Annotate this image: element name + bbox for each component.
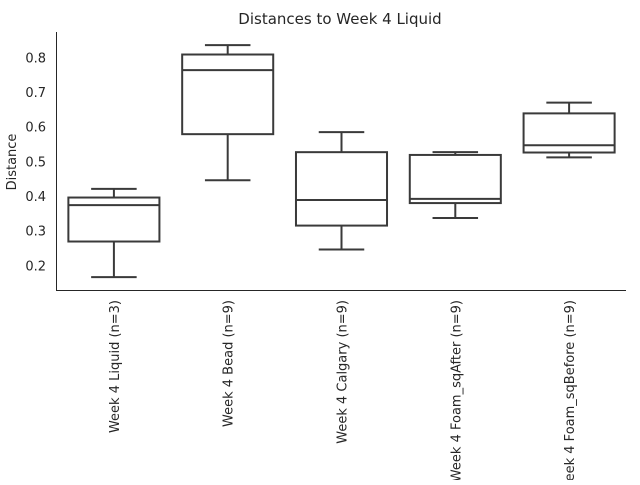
y-tick-labels: 0.2 0.3 0.4 0.5 0.6 0.7 0.8 [25,51,46,274]
iqr-box [181,53,275,136]
box-group [181,44,275,182]
y-tick-label: 0.4 [25,190,46,205]
x-tick-label: Week 4 Calgary (n=9) [336,300,351,444]
boxes-group [67,44,616,279]
iqr-box [408,153,502,205]
x-tick-labels: Week 4 Liquid (n=3) Week 4 Bead (n=9) Week… [108,300,578,485]
x-tick-label: Week 4 Bead (n=9) [222,300,237,427]
box-group [408,151,502,219]
iqr-box [67,196,161,243]
x-tick-label: Week 4 Liquid (n=3) [108,300,123,433]
box-group [67,187,161,279]
y-tick-label: 0.3 [25,225,46,240]
y-tick-label: 0.5 [25,155,46,170]
chart-title: Distances to Week 4 Liquid [238,10,441,28]
y-tick-label: 0.6 [25,121,46,136]
iqr-box [294,151,389,227]
x-tick-label: Week 4 Foam_sqBefore (n=9) [563,300,578,480]
y-tick-label: 0.8 [25,51,46,66]
y-axis-label: Distance [5,134,20,191]
x-tick-label: Week 4 Foam_sqAfter (n=9) [449,300,464,480]
iqr-box [522,112,616,154]
box-group [294,131,389,251]
box-group [522,101,616,159]
y-tick-label: 0.7 [25,86,46,101]
y-tick-label: 0.2 [25,259,46,274]
